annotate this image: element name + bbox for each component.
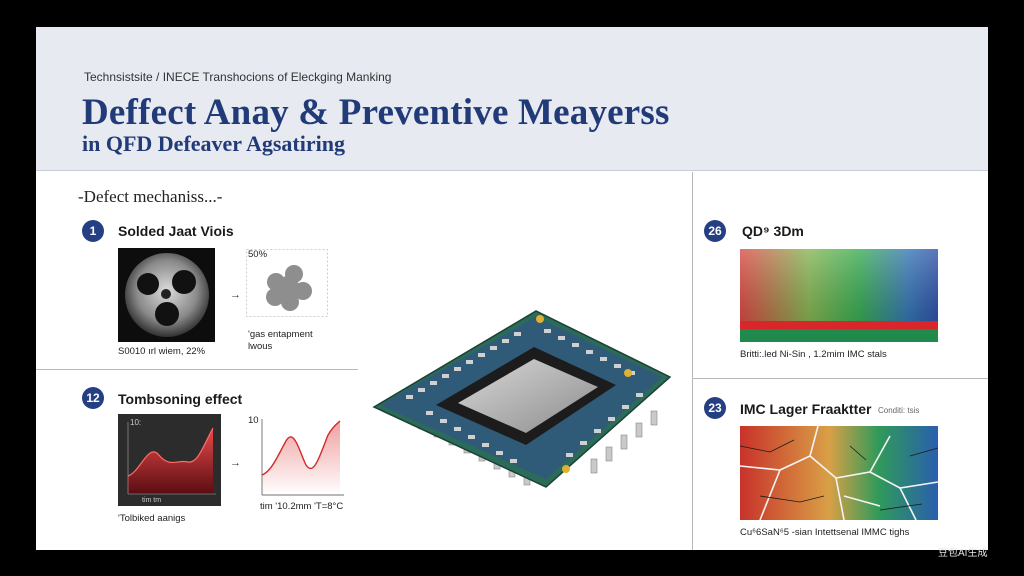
divider-vertical xyxy=(692,172,693,550)
plot-axis-label: tim tm xyxy=(142,497,162,504)
fracture-image xyxy=(740,426,938,520)
void-xray-diagram xyxy=(246,249,328,317)
section-title: -Defect mechaniss...- xyxy=(78,187,223,206)
imc-heatmap-image xyxy=(740,249,938,342)
slide: Technsistsite / INECE Transhocions of El… xyxy=(36,27,988,550)
slide-header: Technsistsite / INECE Transhocions of El… xyxy=(36,27,988,171)
item-number-badge: 26 xyxy=(704,220,726,242)
void-micrograph xyxy=(118,248,215,342)
header-kicker: Technsistsite / INECE Transhocions of El… xyxy=(84,70,392,84)
item-number-badge: 12 xyxy=(82,387,104,409)
item-number-badge: 23 xyxy=(704,397,726,419)
item-title-note: Conditi: tsis xyxy=(878,406,920,415)
void-mechanism-caption: 'gas entapment lwous xyxy=(248,329,313,352)
divider-right xyxy=(693,378,988,379)
imc-caption: Britti:.led Ni-Sin , 1.2mim IMC stals xyxy=(740,349,887,360)
tombstone-curve-diagram xyxy=(261,419,344,496)
divider-left xyxy=(36,369,358,370)
qfn-package-illustration xyxy=(372,310,672,488)
void-percent-label: 50% xyxy=(248,249,268,260)
tombstone-axis-label: 10 xyxy=(248,415,259,426)
item-title-imc-fracture: IMC Lager Fraaktter xyxy=(740,401,872,417)
item-title-tombstoning: Tombsoning effect xyxy=(118,391,243,407)
tombstone-caption: 'Tolbiked aanigs xyxy=(118,513,186,524)
arrow: → xyxy=(230,457,241,469)
fracture-caption: Cu⁶6SaN⁶5 -sian Intettsenal IMMC tighs xyxy=(740,527,910,538)
slide-subtitle: in QFD Defeaver Agsatiring xyxy=(82,131,345,156)
watermark: 豆包AI生成 xyxy=(938,548,988,559)
item-number-badge: 1 xyxy=(82,220,104,242)
void-caption: S0010 ırl wiem, 22% xyxy=(118,346,206,357)
thermal-profile-plot xyxy=(118,414,221,506)
plot-mini-label: 10: xyxy=(130,418,142,427)
tombstone-metrics: tim '10.2mm 'T=8°C xyxy=(260,501,344,512)
item-title-qd3d: QD⁹ 3Dm xyxy=(742,223,804,239)
item-title-voids: Solded Jaat Viois xyxy=(118,223,234,239)
slide-title: Deffect Anay & Preventive Meayerss xyxy=(82,92,670,133)
arrow: → xyxy=(230,289,241,301)
